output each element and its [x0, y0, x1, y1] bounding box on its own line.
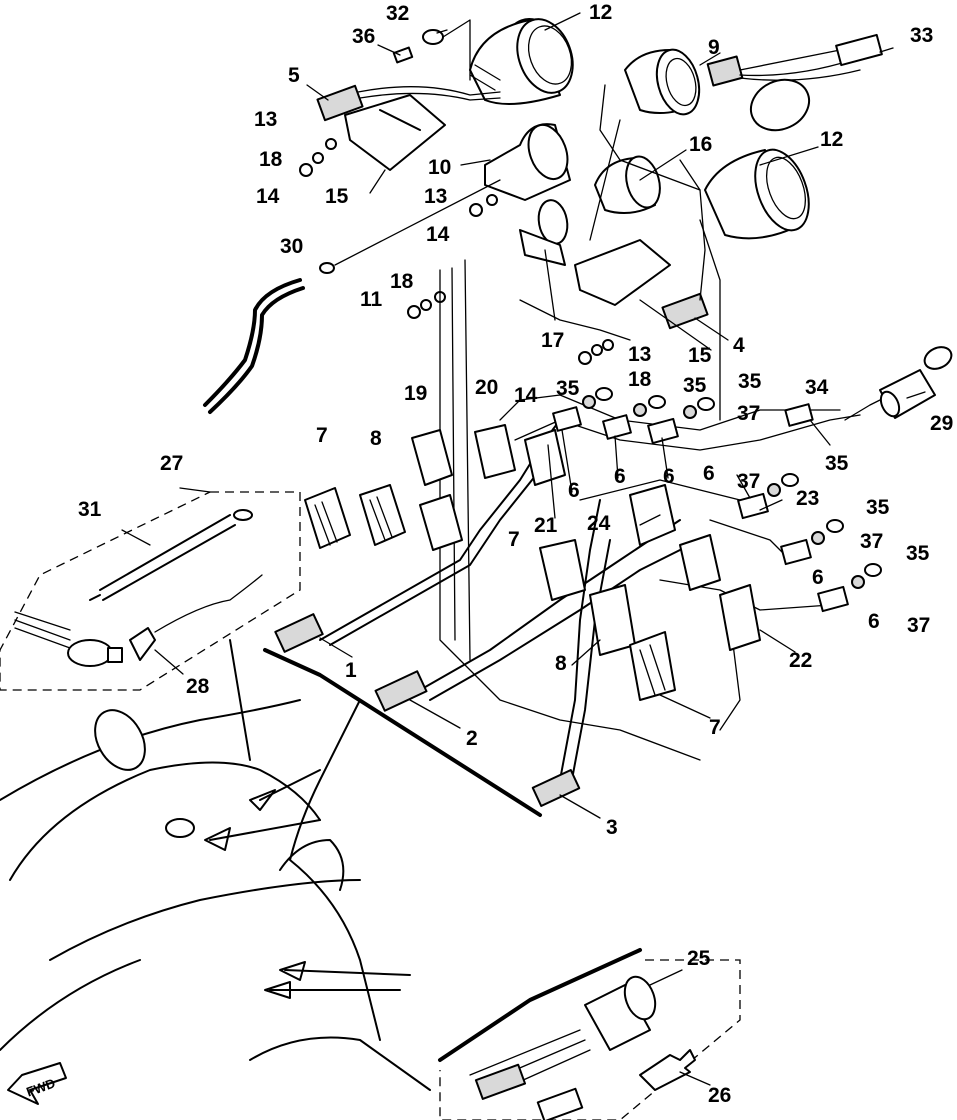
callout-13-a: 13	[254, 108, 277, 131]
callout-13-c: 13	[628, 343, 651, 366]
socket-29	[844, 346, 953, 421]
main-harness	[319, 84, 861, 791]
ignition-kit-25	[438, 948, 741, 1120]
callout-18-b: 18	[390, 270, 414, 293]
connector-33	[706, 33, 883, 132]
callout-15-b: 15	[688, 344, 712, 367]
sled-body-outline	[0, 639, 542, 1091]
callout-6-a: 6	[568, 479, 580, 502]
callout-7-a: 7	[316, 424, 328, 447]
callout-36: 36	[352, 25, 375, 48]
connector-5	[316, 84, 501, 122]
callout-14-b: 14	[426, 223, 450, 246]
callout-17: 17	[541, 329, 564, 352]
callout-8-a: 8	[370, 427, 382, 450]
callout-32: 32	[386, 2, 409, 25]
callout-18-c: 18	[628, 368, 652, 391]
callout-6-c: 6	[663, 465, 675, 488]
callout-14-c: 14	[514, 384, 538, 407]
hardware-nuts-washers	[299, 138, 614, 365]
callout-6-b: 6	[614, 465, 626, 488]
callout-35-c: 35	[738, 370, 762, 393]
callout-labels: 1 2 3 4 5 6 6 6 6 6 6 7 7 7 8 8 9 10 11 …	[78, 1, 953, 1107]
connector-4	[661, 292, 709, 330]
bracket-15-left	[344, 94, 446, 171]
callout-30: 30	[280, 235, 303, 258]
callout-13-b: 13	[424, 185, 447, 208]
callout-6-f: 6	[868, 610, 880, 633]
callout-21: 21	[534, 514, 558, 537]
switches	[304, 424, 761, 701]
gauge-12-top	[469, 18, 574, 105]
bracket-17	[519, 199, 569, 266]
connector-3	[531, 769, 581, 807]
callout-12-top: 12	[589, 1, 612, 24]
callout-27: 27	[160, 452, 183, 475]
callout-5: 5	[288, 64, 300, 87]
callout-35-f: 35	[906, 542, 930, 565]
callout-29: 29	[930, 412, 953, 435]
callout-4: 4	[733, 334, 745, 357]
callout-34: 34	[805, 376, 829, 399]
callout-37-a: 37	[737, 402, 760, 425]
gauge-mount-10	[484, 123, 571, 201]
callout-35-e: 35	[866, 496, 890, 519]
kit-27	[0, 491, 301, 691]
callout-28: 28	[186, 675, 210, 698]
callout-37-b: 37	[737, 470, 760, 493]
callout-1: 1	[345, 659, 357, 682]
callout-10: 10	[428, 156, 451, 179]
key-26	[639, 1049, 696, 1091]
callout-35-b: 35	[683, 374, 707, 397]
callout-37-d: 37	[907, 614, 930, 637]
callout-12-right: 12	[820, 128, 843, 151]
callout-26: 26	[708, 1084, 731, 1107]
callout-35-d: 35	[825, 452, 849, 475]
fwd-arrow-badge: FWD	[7, 1062, 67, 1105]
callout-35-a: 35	[556, 377, 580, 400]
callout-3: 3	[606, 816, 618, 839]
callout-22: 22	[789, 649, 812, 672]
callout-9: 9	[708, 36, 720, 59]
connector-2	[374, 670, 428, 712]
bracket-15-right	[574, 239, 671, 306]
part-34	[784, 403, 814, 427]
nuts-35-37	[582, 387, 882, 589]
callout-2: 2	[466, 727, 478, 750]
callout-18-a: 18	[259, 148, 283, 171]
callout-37-c: 37	[860, 530, 883, 553]
callout-7-b: 7	[508, 528, 520, 551]
gauge-9	[624, 48, 701, 116]
callout-15-a: 15	[325, 185, 349, 208]
callout-7-c: 7	[709, 716, 721, 739]
callout-24: 24	[587, 512, 611, 535]
callout-23: 23	[796, 487, 819, 510]
gauge-16	[594, 155, 661, 215]
part-36	[392, 46, 414, 64]
callout-11: 11	[360, 288, 383, 311]
callout-6-d: 6	[703, 462, 715, 485]
callout-25: 25	[687, 947, 711, 970]
callout-14-a: 14	[256, 185, 280, 208]
connectors-6	[552, 406, 849, 613]
callout-19: 19	[404, 382, 427, 405]
callout-6-e: 6	[812, 566, 824, 589]
callout-31: 31	[78, 498, 102, 521]
leader-lines	[121, 12, 926, 1086]
callout-16: 16	[689, 133, 712, 156]
gauge-12-right	[704, 148, 810, 240]
connector-1	[274, 613, 324, 653]
callout-20: 20	[475, 376, 498, 399]
callout-33: 33	[910, 24, 933, 47]
callout-8-b: 8	[555, 652, 567, 675]
bulb-32	[422, 19, 471, 81]
hose-30	[203, 179, 501, 414]
